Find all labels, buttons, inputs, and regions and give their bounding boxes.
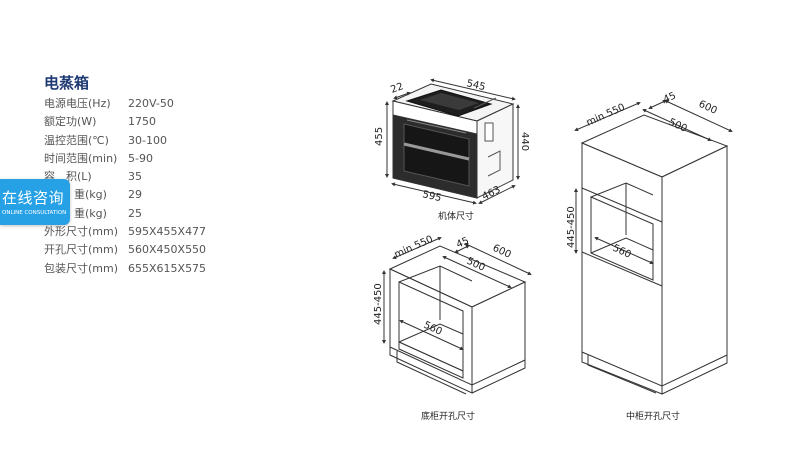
middle-cabinet-body (580, 114, 729, 395)
middle-dimension-lines (574, 100, 733, 265)
middle-dim-depth: 600 (697, 99, 719, 117)
unit-caption: 机体尺寸 (438, 210, 474, 222)
spec-value: 29 (128, 188, 142, 202)
spec-label: 包装尺寸(mm) (44, 261, 119, 275)
spec-value: 560X450X550 (128, 243, 207, 257)
spec-label: 重(kg) (74, 188, 107, 202)
base-dim-depth: 600 (491, 243, 513, 261)
spec-value: 595X455X477 (128, 225, 207, 239)
base-dim-gap: 45 (455, 236, 471, 251)
spec-label: 电源电压(Hz) (44, 97, 111, 110)
unit-dim-height-left: 455 (374, 127, 385, 146)
spec-value: 25 (128, 206, 142, 220)
spec-label: 开孔尺寸(mm) (44, 243, 119, 257)
base-dimension-lines (382, 236, 532, 350)
spec-value: 220V-50 (128, 97, 174, 110)
middle-dim-gap: 45 (662, 91, 678, 106)
consultation-sublabel: ONLINE CONSULTATION (2, 210, 67, 216)
spec-label: 温控范围(℃) (44, 133, 109, 147)
spec-value: 5-90 (128, 151, 153, 165)
middle-dim-min-depth: min 550 (585, 102, 627, 129)
spec-label: 额定功(W) (44, 115, 97, 129)
unit-dim-width-bottom: 595 (421, 189, 442, 204)
base-dim-height: 445-450 (373, 283, 384, 325)
spec-value: 35 (128, 170, 142, 184)
spec-label: 时间范围(min) (44, 151, 118, 165)
spec-value: 655X615X575 (128, 261, 207, 275)
unit-dimension-lines (385, 78, 520, 205)
spec-value: 30-100 (128, 133, 167, 147)
unit-dim-width-top: 545 (465, 78, 486, 93)
base-cabinet-body (388, 245, 527, 395)
spec-label: 重(kg) (74, 206, 107, 220)
product-title: 电蒸箱 (44, 74, 90, 92)
base-cabinet-drawing: min 550 45 600 500 445-450 560 底柜开孔尺寸 (373, 234, 532, 422)
unit-dimension-drawing: 545 22 455 440 595 463 机体尺寸 (374, 78, 530, 222)
middle-dim-height: 445-450 (566, 206, 577, 248)
unit-dim-height-right: 440 (519, 132, 530, 151)
consultation-label: 在线咨询 (2, 189, 65, 207)
unit-dim-depth-top: 22 (389, 81, 405, 96)
middle-cabinet-drawing: min 550 45 600 500 445-450 560 中柜开孔尺寸 (566, 91, 733, 422)
middle-caption: 中柜开孔尺寸 (626, 410, 680, 422)
spec-value: 1750 (128, 115, 156, 129)
unit-body (391, 83, 515, 199)
base-caption: 底柜开孔尺寸 (421, 410, 475, 422)
spec-label: 外形尺寸(mm) (44, 225, 119, 239)
online-consultation-button[interactable]: 在线咨询 ONLINE CONSULTATION (0, 179, 70, 225)
